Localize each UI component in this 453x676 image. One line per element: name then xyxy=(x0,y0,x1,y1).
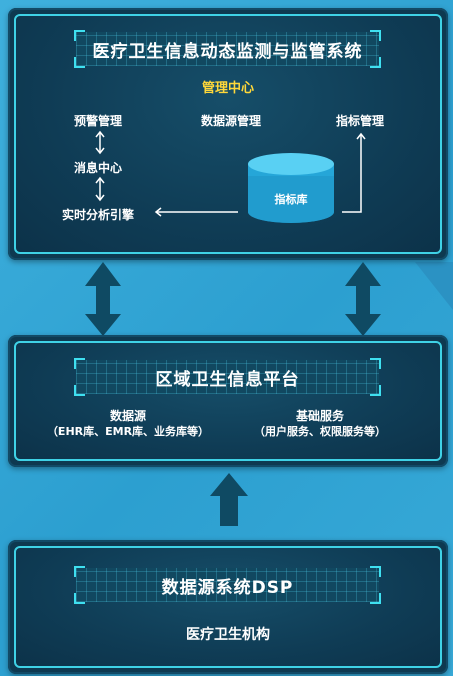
arrow-left-icon xyxy=(154,207,238,217)
indicator-db-label: 指标库 xyxy=(274,193,308,206)
top-panel-title-bar: 医疗卫生信息动态监测与监管系统 xyxy=(74,30,381,68)
basic-services-detail: （用户服务、权限服务等） xyxy=(254,425,386,438)
double-arrow-icon xyxy=(95,130,105,202)
bottom-panel: 数据源系统DSP 医疗卫生机构 xyxy=(8,540,448,674)
bottom-panel-title-bar: 数据源系统DSP xyxy=(74,566,381,604)
indicator-management-label: 指标管理 xyxy=(336,114,385,128)
database-icon xyxy=(248,153,334,223)
basic-services-label: 基础服务 xyxy=(295,409,345,423)
management-center-label: 管理中心 xyxy=(201,81,255,96)
middle-panel-frame: 区域卫生信息平台 数据源 （EHR库、EMR库、业务库等） 基础服务 （用户服务… xyxy=(14,341,442,461)
middle-panel-title: 区域卫生信息平台 xyxy=(155,369,300,390)
datasource-management-label: 数据源管理 xyxy=(201,114,262,128)
institution-label: 医疗卫生机构 xyxy=(186,627,270,643)
top-panel: 医疗卫生信息动态监测与监管系统 管理中心 预警管理 数据源管理 指标管理 消息中… xyxy=(8,8,448,260)
top-panel-frame: 医疗卫生信息动态监测与监管系统 管理中心 预警管理 数据源管理 指标管理 消息中… xyxy=(14,14,442,254)
warning-management-label: 预警管理 xyxy=(74,114,123,128)
bottom-panel-frame: 数据源系统DSP 医疗卫生机构 xyxy=(14,546,442,668)
realtime-engine-label: 实时分析引擎 xyxy=(62,208,135,222)
bottom-panel-title: 数据源系统DSP xyxy=(161,577,294,598)
datasource-detail: （EHR库、EMR库、业务库等） xyxy=(46,425,210,438)
bidirectional-arrow-left-icon xyxy=(85,262,121,336)
top-panel-connectors xyxy=(95,130,366,223)
top-panel-title: 医疗卫生信息动态监测与监管系统 xyxy=(92,41,363,62)
datasource-label: 数据源 xyxy=(109,409,147,423)
message-center-label: 消息中心 xyxy=(74,161,123,175)
arrow-up-icon xyxy=(342,132,366,213)
bidirectional-arrow-right-icon xyxy=(345,262,381,336)
up-arrow-icon xyxy=(210,473,248,526)
middle-panel-title-bar: 区域卫生信息平台 xyxy=(74,358,381,396)
middle-panel: 区域卫生信息平台 数据源 （EHR库、EMR库、业务库等） 基础服务 （用户服务… xyxy=(8,335,448,467)
